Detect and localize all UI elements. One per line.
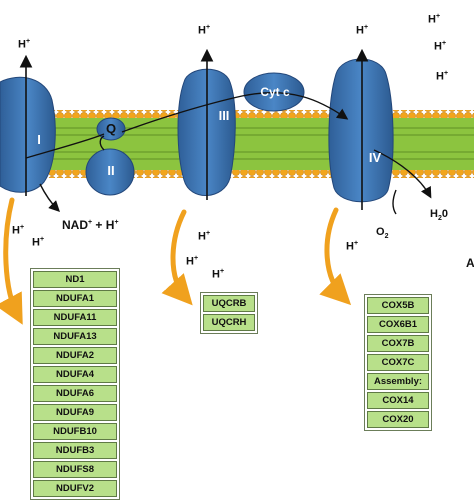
- gene-item: COX14: [367, 392, 429, 409]
- electron-path: [25, 92, 432, 215]
- complex-iv-label: IV: [368, 150, 382, 165]
- gene-item: NDUFA4: [33, 366, 117, 383]
- gene-item: NDUFA11: [33, 309, 117, 326]
- proton-label: H+: [198, 24, 211, 37]
- gene-item: NDUFB10: [33, 423, 117, 440]
- gene-item: NDUFA6: [33, 385, 117, 402]
- complex-iii-label: III: [218, 108, 230, 123]
- gene-item: COX5B: [367, 297, 429, 314]
- etc-diagram: [0, 48, 474, 325]
- gene-item: NDUFA1: [33, 290, 117, 307]
- gene-item: ND1: [33, 271, 117, 288]
- proton-label: H+: [428, 13, 441, 26]
- proton-label: H+: [356, 24, 369, 37]
- proton-label: H+: [32, 236, 45, 249]
- nad-label: NAD+ + H+: [62, 218, 119, 232]
- proton-label: H+: [198, 230, 211, 243]
- complex-iii-gene-list: UQCRB UQCRH: [200, 292, 258, 334]
- o2-label: O2: [376, 226, 389, 241]
- gene-item: COX6B1: [367, 316, 429, 333]
- gene-item: NDUFA9: [33, 404, 117, 421]
- complex-i: [0, 76, 56, 193]
- proton-label: H+: [186, 255, 199, 268]
- proton-label: H+: [212, 268, 225, 281]
- proton-label: H+: [18, 38, 31, 51]
- gene-item: NDUFB3: [33, 442, 117, 459]
- gene-item: NDUFS8: [33, 461, 117, 478]
- gene-item: UQCRH: [203, 314, 255, 331]
- gene-item: COX20: [367, 411, 429, 428]
- complex-ii: [85, 148, 135, 196]
- gene-item: COX7B: [367, 335, 429, 352]
- membrane: [0, 110, 474, 178]
- proton-label: H+: [12, 224, 25, 237]
- complex-ii-label: II: [107, 163, 115, 178]
- complex-iv: [328, 58, 394, 203]
- complex-iv-gene-list: COX5B COX6B1 COX7B COX7C Assembly: COX14…: [364, 294, 432, 431]
- gene-item: UQCRB: [203, 295, 255, 312]
- gene-item: COX7C: [367, 354, 429, 371]
- proton-label: H+: [346, 240, 359, 253]
- proton-label: H+: [436, 70, 449, 83]
- cytochrome-c: [243, 72, 305, 112]
- edge-letter: A: [466, 256, 474, 270]
- gene-item: NDUFA2: [33, 347, 117, 364]
- cytc-label: Cyt c: [260, 85, 290, 99]
- h2o-label: H20: [430, 208, 448, 223]
- gene-arrows: [0, 197, 352, 325]
- complex-i-label: I: [37, 132, 41, 147]
- gene-item: Assembly:: [367, 373, 429, 390]
- gene-item: NDUFV2: [33, 480, 117, 497]
- gene-item: NDUFA13: [33, 328, 117, 345]
- proton-label: H+: [434, 40, 447, 53]
- complex-i-gene-list: ND1 NDUFA1 NDUFA11 NDUFA13 NDUFA2 NDUFA4…: [30, 268, 120, 500]
- proton-pump-arrows: [19, 48, 369, 210]
- q-label: Q: [105, 121, 117, 136]
